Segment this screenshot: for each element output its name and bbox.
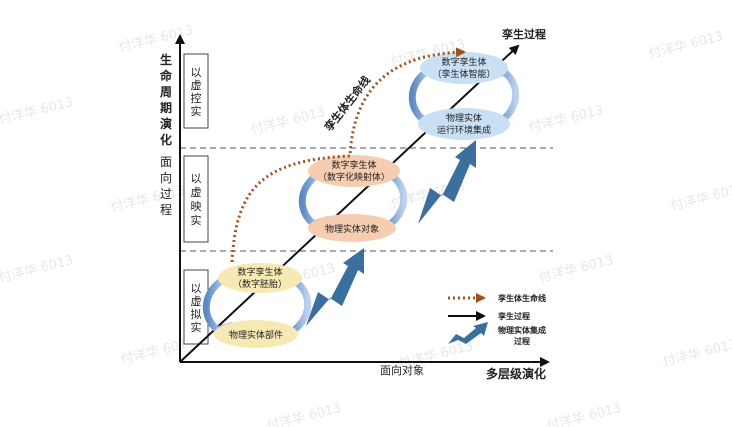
svg-text:实: 实 xyxy=(191,320,202,334)
band-label-middle: 以 虚 映 实 xyxy=(191,172,202,227)
svg-text:面: 面 xyxy=(160,155,172,169)
integration-arrow-1 xyxy=(306,248,364,326)
band-label-bottom: 以 虚 拟 实 xyxy=(191,282,202,334)
stage-1: 数字孪生体 （数字胚胎） 物理实体部件 xyxy=(202,263,312,348)
stage-1-twin-title: 数字孪生体 xyxy=(237,266,282,278)
svg-text:付洋华 6013: 付洋华 6013 xyxy=(249,105,327,138)
stage-1-twin-subtitle: （数字胚胎） xyxy=(233,278,287,290)
stage-3-twin-title: 数字孪生体 xyxy=(441,56,486,68)
svg-text:向: 向 xyxy=(160,170,172,185)
band-box-middle xyxy=(183,155,209,243)
legend-process-label: 孪生过程 xyxy=(498,311,530,321)
svg-text:以: 以 xyxy=(191,172,202,185)
stage-1-entity-node xyxy=(214,320,298,348)
stage-2-entity-title: 物理实体对象 xyxy=(325,223,379,235)
svg-text:付洋华 6013: 付洋华 6013 xyxy=(669,181,732,214)
svg-text:演: 演 xyxy=(160,116,172,131)
lifeline-label: 孪生体生命线 xyxy=(321,73,373,134)
svg-text:实: 实 xyxy=(191,104,202,118)
svg-text:付洋华 6013: 付洋华 6013 xyxy=(661,337,732,370)
svg-text:控: 控 xyxy=(191,91,202,105)
stage-1-twin-node xyxy=(218,263,302,293)
svg-text:虚: 虚 xyxy=(191,295,202,308)
svg-text:以: 以 xyxy=(191,66,202,79)
svg-text:以: 以 xyxy=(191,282,202,295)
y-axis-subtitle: 面 向 过 程 xyxy=(160,155,172,217)
stage-2-twin-subtitle: （数字化映射体） xyxy=(318,171,390,183)
legend-lifeline-label: 孪生体生命线 xyxy=(498,293,546,303)
stage-1-entity-title: 物理实体部件 xyxy=(229,329,283,341)
integration-arrows xyxy=(306,140,476,326)
svg-text:程: 程 xyxy=(160,202,172,217)
svg-text:付洋华 6013: 付洋华 6013 xyxy=(545,401,623,427)
x-axis-title: 多层级演化 xyxy=(486,366,546,381)
band-label-top: 以 虚 控 实 xyxy=(191,66,202,118)
stage-3: 数字孪生体 （孪生体智能） 物理实体 运行环境集成 xyxy=(408,52,520,140)
stage-2-twin-title: 数字孪生体 xyxy=(331,159,376,171)
x-axis-subtitle: 面向对象 xyxy=(380,363,424,377)
svg-text:虚: 虚 xyxy=(191,186,202,199)
svg-text:周: 周 xyxy=(160,85,172,99)
svg-text:生: 生 xyxy=(160,52,172,67)
svg-text:实: 实 xyxy=(191,213,202,227)
svg-text:付洋华 6013: 付洋华 6013 xyxy=(0,253,75,286)
y-axis-title: 生 命 周 期 演 化 xyxy=(159,52,173,147)
svg-text:命: 命 xyxy=(159,68,173,83)
stage-3-entity-node xyxy=(418,108,510,140)
stage-2: 数字孪生体 （数字化映射体） 物理实体对象 xyxy=(298,155,408,242)
stage-2-entity-node xyxy=(308,214,396,242)
legend-integration-swatch xyxy=(448,322,488,344)
stage-3-twin-node xyxy=(420,52,508,84)
svg-text:付洋华 6013: 付洋华 6013 xyxy=(647,29,725,62)
stage-2-twin-node xyxy=(308,155,400,187)
svg-text:付洋华 6013: 付洋华 6013 xyxy=(265,401,343,427)
legend-integration-label-1: 物理实体集成 xyxy=(498,325,546,335)
process-line-label: 孪生过程 xyxy=(502,27,546,41)
stage-3-entity-title: 物理实体 xyxy=(446,112,482,124)
stage-3-entity-subtitle: 运行环境集成 xyxy=(437,124,491,136)
legend-integration-label-2: 过程 xyxy=(514,336,530,346)
svg-text:付洋华 6013: 付洋华 6013 xyxy=(527,103,605,136)
legend: 孪生体生命线 孪生过程 物理实体集成 过程 xyxy=(448,293,546,346)
svg-text:虚: 虚 xyxy=(191,79,202,92)
svg-text:过: 过 xyxy=(160,187,172,201)
svg-text:付洋华 6013: 付洋华 6013 xyxy=(109,183,187,216)
svg-text:期: 期 xyxy=(160,100,172,115)
svg-text:付洋华 6013: 付洋华 6013 xyxy=(0,95,75,128)
svg-text:化: 化 xyxy=(160,132,172,147)
svg-text:映: 映 xyxy=(191,200,202,213)
band-box-top xyxy=(183,53,209,129)
integration-arrow-2 xyxy=(418,140,476,224)
stage-3-twin-subtitle: （孪生体智能） xyxy=(432,68,495,80)
svg-text:付洋华 6013: 付洋华 6013 xyxy=(117,23,195,56)
svg-text:付洋华 6013: 付洋华 6013 xyxy=(537,253,615,286)
process-line xyxy=(179,44,520,363)
svg-text:拟: 拟 xyxy=(191,307,202,321)
